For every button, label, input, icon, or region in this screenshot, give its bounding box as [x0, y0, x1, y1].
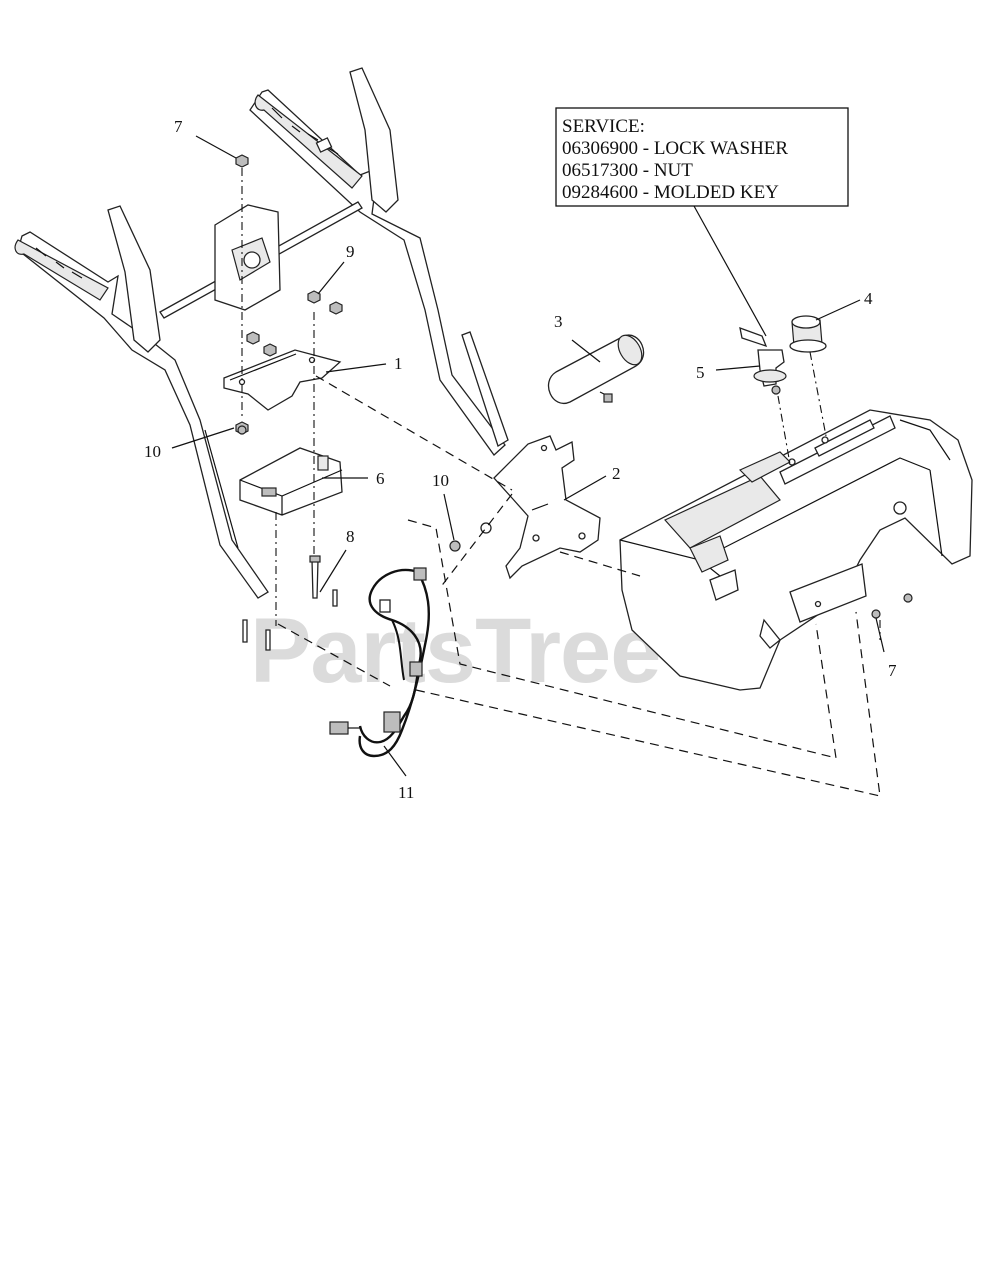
service-note-box: SERVICE: 06306900 - LOCK WASHER 06517300…: [555, 107, 849, 207]
center-lines: [241, 168, 881, 640]
service-line-1: SERVICE:: [562, 116, 645, 137]
callout-5: 5: [696, 363, 705, 382]
callout-11: 11: [398, 783, 414, 802]
left-handle: [14, 205, 269, 599]
part-11-wire-harness: [329, 567, 431, 758]
console-plate: [789, 563, 913, 623]
part-4-knob: [789, 315, 827, 353]
leader-lines: [171, 135, 885, 777]
callout-7-right: 7: [888, 661, 897, 680]
cable-bracket: [214, 204, 281, 311]
callout-3: 3: [554, 312, 563, 331]
routing-lines: [277, 375, 881, 797]
callout-1: 1: [394, 354, 403, 373]
part-2-bracket: [493, 435, 601, 580]
callout-9: 9: [346, 242, 355, 261]
callout-10-right: 10: [432, 471, 449, 490]
callout-10-left: 10: [144, 442, 161, 461]
part-3-light: [547, 334, 645, 405]
service-line-4: 09284600 - MOLDED KEY: [562, 182, 779, 203]
callout-8: 8: [346, 527, 355, 546]
callout-4: 4: [864, 289, 873, 308]
part-5-key-switch: [739, 326, 787, 395]
right-handle: [249, 67, 509, 456]
part-6-control-module: [239, 447, 343, 516]
dash-console: [619, 409, 973, 691]
part-10-washer-left: [237, 425, 247, 435]
callout-labels: 7 9 1 10 6 3 2 10 8 4 5 7 11: [144, 117, 897, 802]
part-8-bolts: [242, 555, 338, 651]
callout-6: 6: [376, 469, 385, 488]
service-line-3: 06517300 - NUT: [562, 160, 693, 181]
watermark-text: PartsTree: [250, 600, 660, 702]
service-line-2: 06306900 - LOCK WASHER: [562, 138, 788, 159]
callout-7-top: 7: [174, 117, 183, 136]
callout-2: 2: [612, 464, 621, 483]
part-10-washer-right: [449, 522, 492, 552]
